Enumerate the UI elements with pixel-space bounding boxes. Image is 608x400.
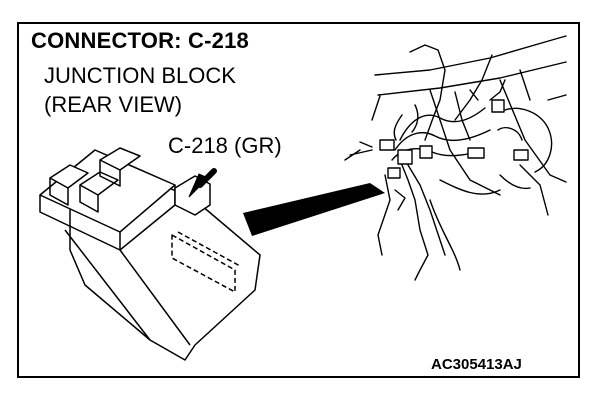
connector-callout-label: C-218 (GR) [168, 133, 282, 158]
view-label: (REAR VIEW) [44, 92, 183, 117]
page-title: CONNECTOR: C-218 [31, 28, 249, 53]
component-name: JUNCTION BLOCK [44, 63, 236, 88]
junction-block-illustration [39, 147, 261, 361]
projection-wedge [243, 183, 385, 236]
figure-code: AC305413AJ [431, 356, 522, 373]
dashboard-harness-illustration [344, 35, 567, 281]
callout-arrow [188, 168, 217, 198]
